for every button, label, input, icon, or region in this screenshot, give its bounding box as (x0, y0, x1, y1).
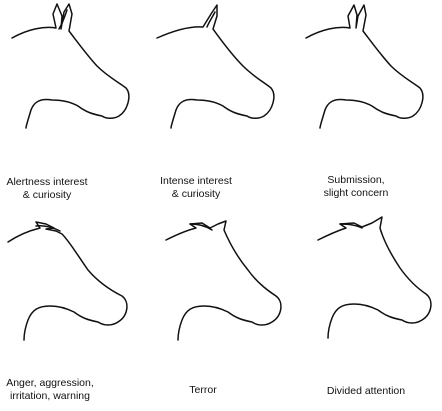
horse-head-outline-submission (305, 4, 424, 129)
horse-head-alertness (6, 2, 136, 129)
caption-intense-interest: Intense interest & curiosity (160, 175, 232, 200)
caption-alertness: Alertness interest & curiosity (6, 176, 88, 201)
horse-head-outline-intense-interest (156, 4, 275, 129)
horse-head-outline-terror (165, 220, 282, 341)
horse-head-divided-attention (312, 214, 442, 340)
horse-head-outline-alertness (11, 3, 130, 129)
horse-head-outline-anger (7, 221, 128, 341)
horse-head-terror (160, 216, 290, 342)
caption-anger: Anger, aggression, irritation, warning (6, 377, 94, 402)
horse-head-outline-divided-attention (317, 216, 432, 339)
horse-head-submission (300, 2, 430, 129)
caption-submission: Submission, slight concern (323, 174, 389, 199)
horse-head-intense-interest (151, 2, 281, 129)
caption-divided-attention: Divided attention (326, 385, 406, 397)
horse-head-anger (6, 216, 136, 342)
caption-terror: Terror (189, 384, 217, 396)
